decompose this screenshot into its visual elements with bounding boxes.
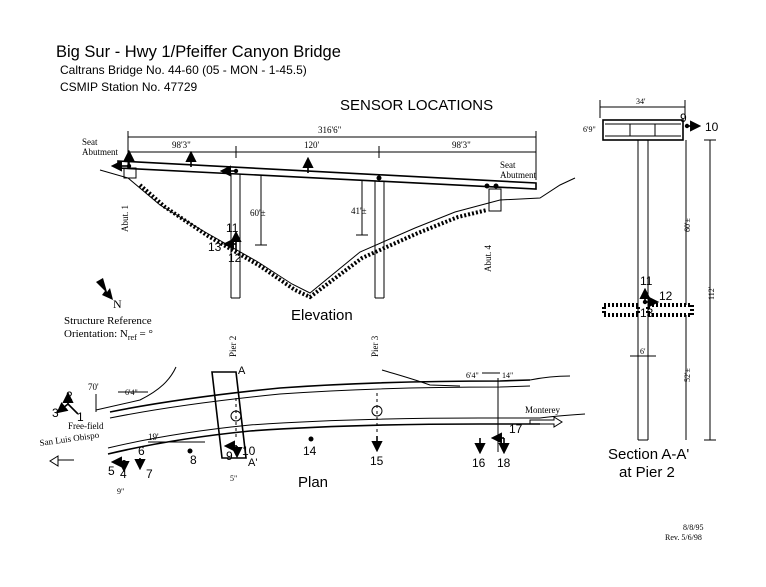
section-cut-frame [211, 371, 247, 459]
dim-70: 70' [88, 382, 99, 392]
pier3-height-label: 41'± [351, 206, 367, 216]
arrow-to-san-luis-icon [49, 455, 74, 467]
dim-span-mid: 120' [304, 140, 320, 150]
sensor-2-label: 2 [66, 389, 73, 403]
date-original: 8/8/95 [683, 523, 703, 532]
section-ground-left [602, 303, 640, 317]
section-ground-right [646, 303, 694, 317]
road-edge-upper-left [95, 366, 177, 411]
dim-9: 9" [117, 487, 124, 496]
sensor-11-label: 11 [226, 221, 239, 235]
abutment-left [123, 167, 137, 179]
dim-6-4-right: 6'4" [466, 371, 479, 380]
sensor-17-label: 17 [509, 422, 523, 436]
sensor-5-label: 5 [108, 464, 115, 478]
north-label: N [113, 297, 122, 311]
pier2-label: Pier 2 [228, 336, 238, 357]
dim-5: 5" [230, 474, 237, 483]
orientation-block: N Structure Reference Orientation: Nref … [64, 278, 153, 342]
sensor-18-label: 18 [497, 456, 511, 470]
north-arrow-icon [96, 278, 113, 300]
ground-line [99, 169, 576, 294]
header: Big Sur - Hwy 1/Pfeiffer Canyon Bridge C… [56, 43, 341, 94]
orientation-line1: Structure Reference [64, 315, 152, 327]
dim-60: 60'± [683, 218, 692, 232]
bridge-plan-edge-upper [109, 379, 531, 413]
station-number: CSMIP Station No. 47729 [60, 80, 198, 94]
abut1-label: Abut. 1 [120, 205, 130, 232]
sensor-12-label: 12 [228, 251, 242, 265]
sensor-13-label: 13 [208, 240, 222, 254]
sensor-9-label: 9 [226, 449, 233, 463]
sensor-locations-heading: SENSOR LOCATIONS [340, 97, 493, 114]
sensor-7-label: 7 [146, 467, 153, 481]
elevation-caption: Elevation [291, 307, 353, 324]
sensor-8-label: 8 [190, 453, 197, 467]
box-girder [602, 119, 684, 141]
dim-19: 19' [148, 432, 159, 442]
sensor-16-label: 16 [472, 456, 486, 470]
section-sensor-13-label: 13 [640, 306, 654, 320]
sensor-3-label: 3 [52, 406, 59, 420]
dim-total-length: 316'6" [318, 125, 342, 135]
pier3-label: Pier 3 [370, 335, 380, 357]
arrow-to-monterey-icon [529, 416, 563, 428]
section-view: 34' 6'9" 9 10 11 12 13 60'± 112' [583, 97, 719, 481]
sensor-6-label: 6 [138, 444, 145, 458]
elev-sensor-dot [484, 183, 490, 189]
abut4-label: Abut. 4 [483, 245, 493, 273]
section-a-label: A [238, 365, 246, 377]
sensor-1-label: 1 [77, 410, 84, 424]
orientation-line2: Orientation: Nref = ° [64, 328, 153, 342]
elev-sensor-dot [376, 175, 382, 181]
date-revised: Rev. 5/6/98 [665, 533, 702, 542]
section-caption-line1: Section A-A' [608, 446, 689, 463]
pier2-height-label: 60'± [250, 208, 266, 218]
section-a-prime-label: A' [248, 457, 257, 469]
bridge-number: Caltrans Bridge No. 44-60 (05 - MON - 1-… [60, 63, 307, 77]
free-field-label: Free-field [68, 421, 104, 431]
dim-34: 34' [636, 97, 646, 106]
monterey-label: Monterey [525, 405, 560, 415]
sensor-4-label: 4 [120, 467, 127, 481]
dim-6: 6' [640, 347, 646, 356]
drawing-title: Big Sur - Hwy 1/Pfeiffer Canyon Bridge [56, 43, 341, 61]
section-sensor-12-label: 12 [659, 289, 673, 303]
section-sensor-9-label: 9 [680, 111, 687, 125]
san-luis-obispo-label: San Luis Obispo [39, 430, 100, 448]
plan-view: A A' 70' 6'4" 19' 6'4" 14" 5" 9" Free-fi… [39, 365, 586, 496]
footer: 8/8/95 Rev. 5/6/98 [665, 523, 703, 542]
dim-6-9: 6'9" [583, 125, 596, 134]
elev-sensor-dot [233, 168, 239, 174]
bridge-deck [117, 160, 537, 190]
elev-sensor-dot [126, 163, 132, 169]
sensor-14-label: 14 [303, 444, 317, 458]
ground-hatch [138, 183, 488, 300]
dim-span-left: 98'3" [172, 140, 191, 150]
section-sensor-11-label: 11 [640, 274, 653, 288]
dim-52: 52'± [683, 368, 692, 382]
sensor-10-label: 10 [242, 444, 256, 458]
sensor-15-label: 15 [370, 454, 384, 468]
dim-112: 112' [707, 286, 716, 300]
section-caption-line2: at Pier 2 [619, 464, 675, 481]
section-sensor-10-label: 10 [705, 120, 719, 134]
dim-14: 14" [502, 371, 513, 380]
plan-caption: Plan [298, 474, 328, 491]
elev-sensor-dot [493, 183, 499, 189]
bridge-plan-edge-lower [107, 417, 540, 449]
dim-span-right: 98'3" [452, 140, 471, 150]
